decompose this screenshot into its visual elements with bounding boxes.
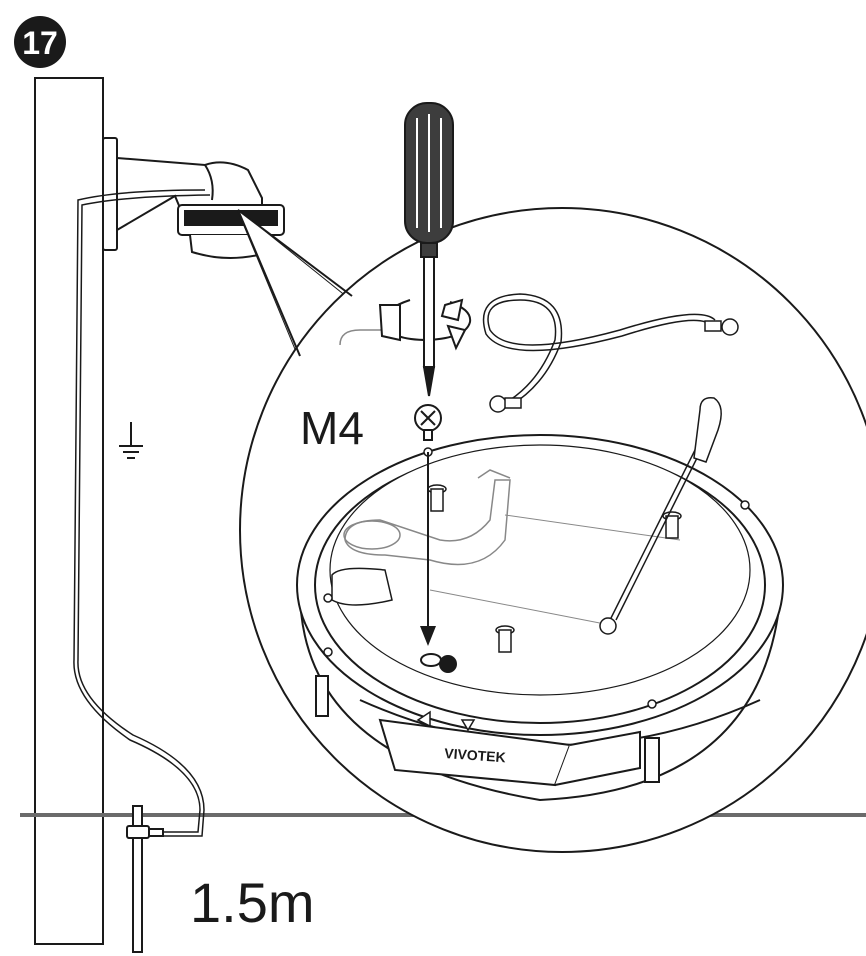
insertion-arrow (420, 452, 436, 646)
brand-label: VIVOTEK (444, 745, 506, 765)
screwdriver-icon (404, 102, 454, 397)
callout-line-top (237, 209, 353, 297)
dome-camera-icon (296, 329, 784, 802)
step-number: 17 (22, 25, 58, 61)
ground-rod-icon (126, 805, 164, 953)
ground-symbol-icon (119, 422, 143, 459)
step-badge: 17 (14, 16, 66, 68)
safety-cable (599, 397, 722, 635)
ground-screw-hole (420, 653, 457, 673)
distance-label: 1.5m (190, 871, 315, 934)
callout-line-bottom (237, 209, 301, 357)
phillips-screw-icon (414, 404, 442, 441)
step-number-badge (14, 16, 66, 68)
standoff-posts (427, 484, 682, 653)
grounding-cable-icon (482, 293, 739, 413)
grounding-wire (73, 189, 211, 837)
wall-post (34, 77, 104, 945)
rim-screw-holes (323, 447, 750, 709)
screw-size-label: M4 (300, 402, 364, 454)
